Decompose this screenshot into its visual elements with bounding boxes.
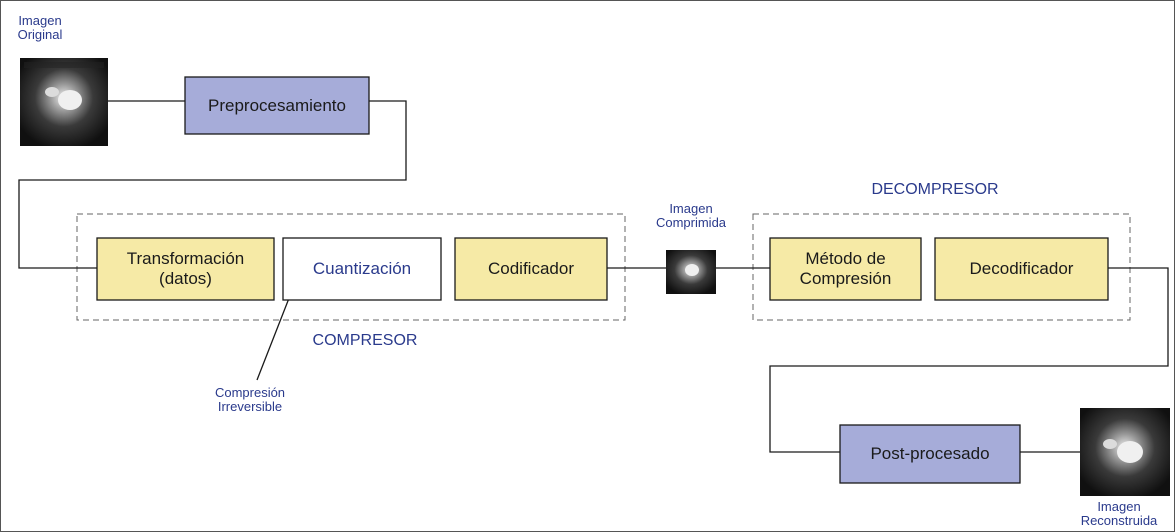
method-label-line2: Compresión [799, 269, 892, 288]
transform-box [96, 237, 275, 301]
encoder-box [454, 237, 608, 301]
preprocessing-label: Preprocesamiento [208, 95, 346, 115]
connectors [18, 100, 1169, 453]
decompressor-label: DECOMPRESOR [871, 181, 999, 198]
transform-label-line2: (datos) [159, 269, 212, 288]
original-image-label: Imagen Original [4, 14, 76, 41]
transform-text: Transformación (datos) [97, 238, 274, 300]
encoder-text: Codificador [455, 238, 607, 300]
irreversible-label-line1: Compresión [214, 385, 286, 400]
original-label-line1: Imagen [18, 13, 62, 28]
decoder-label: Decodificador [969, 259, 1074, 279]
quantization-text: Cuantización [283, 238, 441, 300]
decompressor-group [752, 213, 1131, 321]
reconstructed-image-label: Imagen Reconstruida [1066, 500, 1172, 527]
reconstructed-image [1080, 408, 1170, 496]
quantization-box [282, 237, 442, 301]
encoder-label: Codificador [488, 259, 574, 279]
compressed-image-label: Imagen Comprimida [636, 202, 746, 229]
compressor-label: COMPRESOR [312, 332, 418, 349]
postprocessing-label: Post-procesado [870, 444, 990, 464]
preprocessing-text: Preprocesamiento [185, 77, 369, 134]
reconstructed-label-line1: Imagen [1097, 499, 1141, 514]
method-text: Método de Compresión [770, 238, 921, 300]
preprocessing-box [184, 76, 370, 135]
original-label-line2: Original [17, 26, 63, 42]
irreversible-label-line2: Irreversible [217, 398, 283, 414]
method-label-line1: Método de [805, 249, 886, 269]
original-image [20, 58, 108, 146]
compressor-group [76, 213, 626, 321]
compressed-label-line2: Comprimida [655, 214, 727, 230]
quantization-label: Cuantización [312, 259, 412, 279]
irreversible-label: Compresión Irreversible [190, 386, 310, 413]
postprocessing-box [839, 424, 1021, 484]
compressed-image [666, 250, 716, 294]
method-box [769, 237, 922, 301]
decoder-text: Decodificador [935, 238, 1108, 300]
postprocessing-text: Post-procesado [840, 425, 1020, 483]
reconstructed-label-line2: Reconstruida [1080, 512, 1158, 528]
decoder-box [934, 237, 1109, 301]
compressed-label-line1: Imagen [669, 201, 713, 216]
transform-label-line1: Transformación [126, 249, 245, 269]
